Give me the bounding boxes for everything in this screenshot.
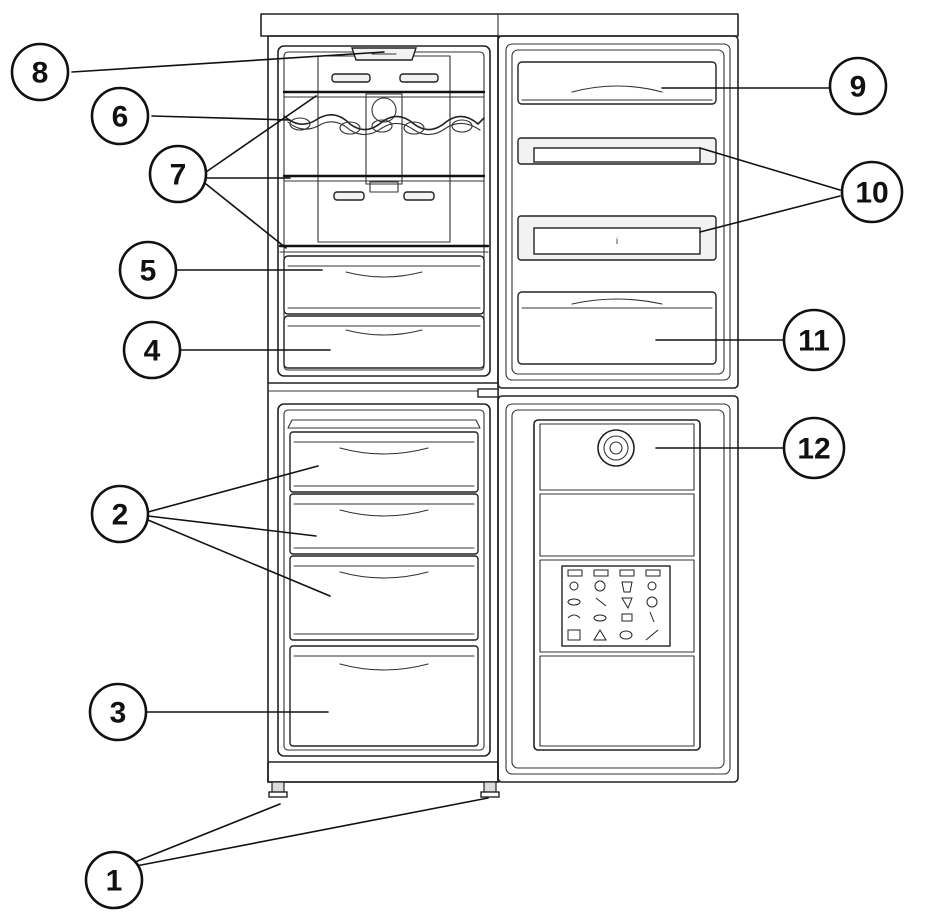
callout-label: 7: [170, 159, 187, 192]
svg-text:i: i: [616, 236, 618, 246]
leader-lines: [71, 51, 841, 867]
fridge-compartment: [277, 45, 491, 377]
callout-label: 5: [140, 255, 157, 288]
callout-2: 2: [90, 484, 150, 544]
callout-label: 11: [798, 325, 830, 358]
callout-label: 10: [855, 177, 888, 210]
callout-12: 12: [782, 416, 846, 480]
callout-5: 5: [118, 240, 178, 300]
callout-4: 4: [122, 320, 182, 380]
fridge-door: i: [497, 35, 739, 389]
callout-11: 11: [782, 308, 846, 372]
freezer-compartment: [277, 403, 491, 757]
callout-label: 3: [110, 697, 127, 730]
callout-label: 9: [850, 71, 867, 104]
callout-7: 7: [148, 144, 208, 204]
callout-8: 8: [10, 42, 70, 102]
callout-3: 3: [88, 682, 148, 742]
adjustable-feet: [268, 781, 500, 798]
callout-label: 12: [797, 433, 830, 466]
callout-label: 2: [112, 499, 129, 532]
callout-label: 6: [112, 101, 129, 134]
callout-1: 1: [84, 850, 144, 910]
callout-label: 1: [106, 865, 123, 898]
storage-chart-icons: [567, 569, 661, 641]
freezer-door: [497, 395, 739, 783]
callout-6: 6: [90, 86, 150, 146]
callout-10: 10: [840, 160, 904, 224]
callout-label: 4: [144, 335, 161, 368]
callout-label: 8: [32, 57, 49, 90]
callout-9: 9: [828, 56, 888, 116]
